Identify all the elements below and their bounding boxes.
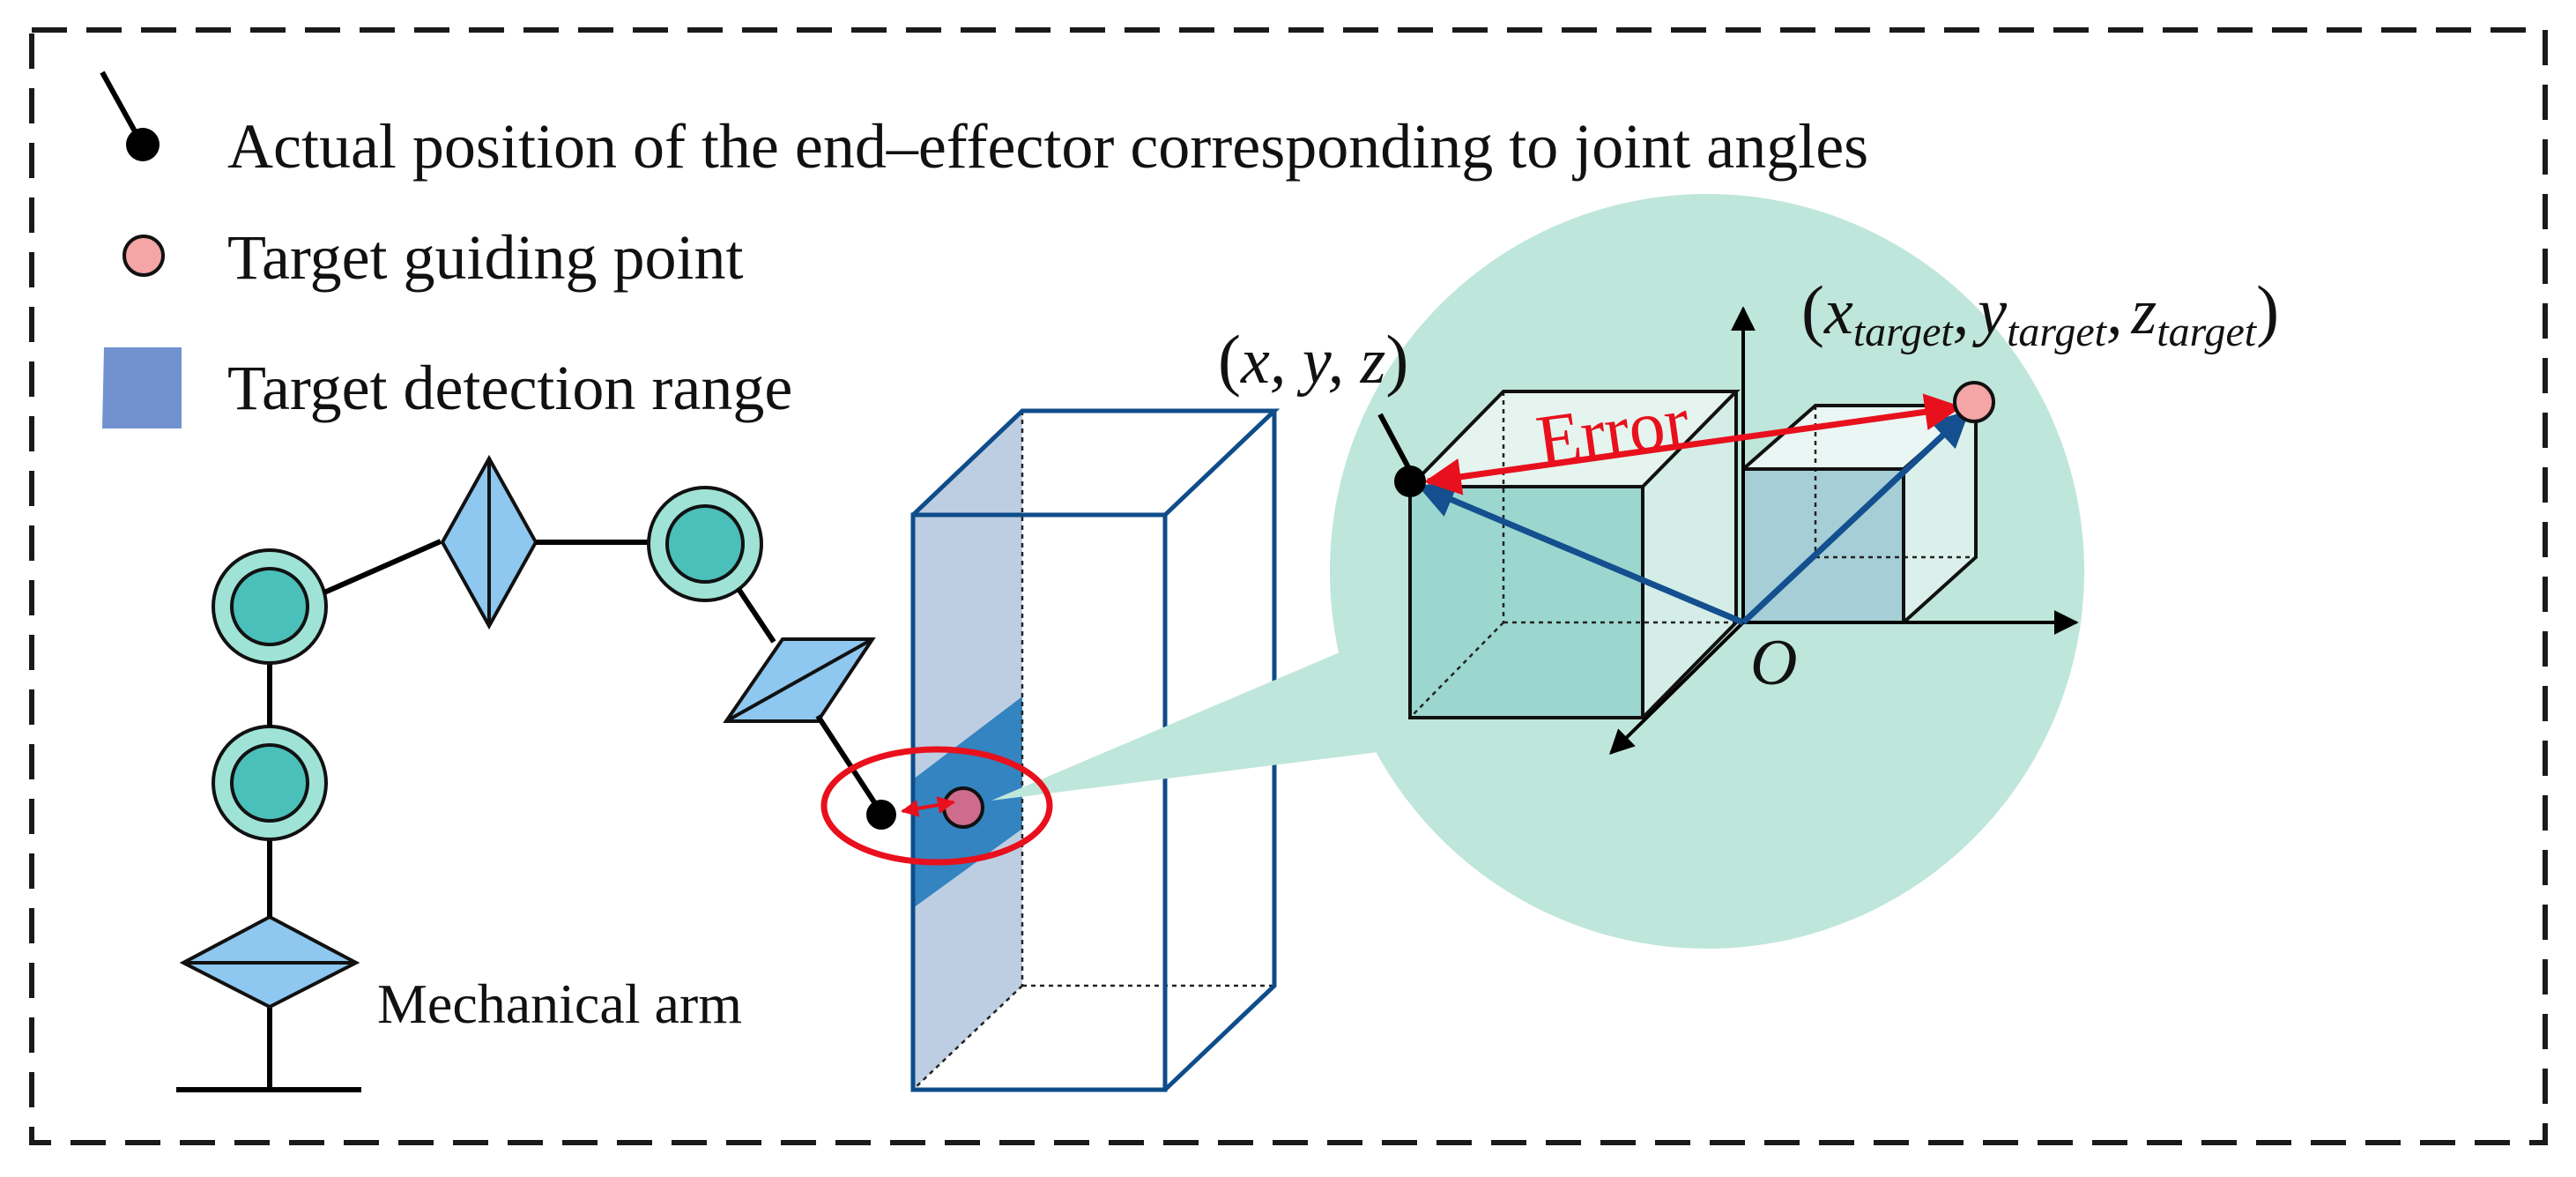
- arm-link-2: [440, 454, 538, 630]
- origin-label: O: [1750, 627, 1797, 699]
- pink-circle-icon: [122, 235, 165, 277]
- mechanical-arm: Mechanical arm: [176, 454, 880, 1092]
- arm-base-link: [179, 914, 360, 1009]
- actual-position-vector: [1417, 482, 1745, 626]
- end-effector-small: [866, 800, 896, 830]
- y-axis: [1609, 621, 1745, 755]
- coordinate-axes: O: [1609, 306, 2079, 755]
- legend-item-target-point: Target guiding point: [122, 222, 744, 293]
- legend-label-detection-range: Target detection range: [227, 353, 792, 423]
- target-guiding-point: [1953, 381, 1995, 423]
- error-highlight: [820, 746, 1053, 866]
- actual-point-label: (x, y, z): [1218, 321, 1408, 398]
- arm-joint-1: [212, 725, 328, 841]
- end-effector-point: [1394, 466, 1426, 497]
- arm-link-3: [723, 637, 876, 723]
- error-vector: [1423, 393, 1963, 495]
- legend-label-target-point: Target guiding point: [227, 222, 744, 293]
- magnifier-beam: [991, 622, 1428, 801]
- dashed-border: [29, 27, 2548, 1145]
- legend-label-end-effector: Actual position of the end–effector corr…: [227, 111, 1868, 182]
- end-effector-dot-icon: [100, 71, 160, 161]
- arm-joint-3: [647, 486, 763, 602]
- legend-item-end-effector: Actual position of the end–effector corr…: [100, 71, 1868, 182]
- red-ellipse: [820, 746, 1053, 866]
- mechanical-arm-label: Mechanical arm: [377, 972, 742, 1035]
- blue-square-icon: [102, 347, 182, 428]
- arm-joint-2: [212, 548, 328, 665]
- legend-item-detection-range: Target detection range: [102, 347, 792, 428]
- legend: Actual position of the end–effector corr…: [100, 71, 1868, 428]
- zoomed-detail: O Error (x, y, z) (xtarget,ytarget,ztarg…: [1218, 272, 2279, 755]
- target-point-label: (xtarget,ytarget,ztarget): [1801, 272, 2279, 355]
- target-point-small: [942, 786, 984, 829]
